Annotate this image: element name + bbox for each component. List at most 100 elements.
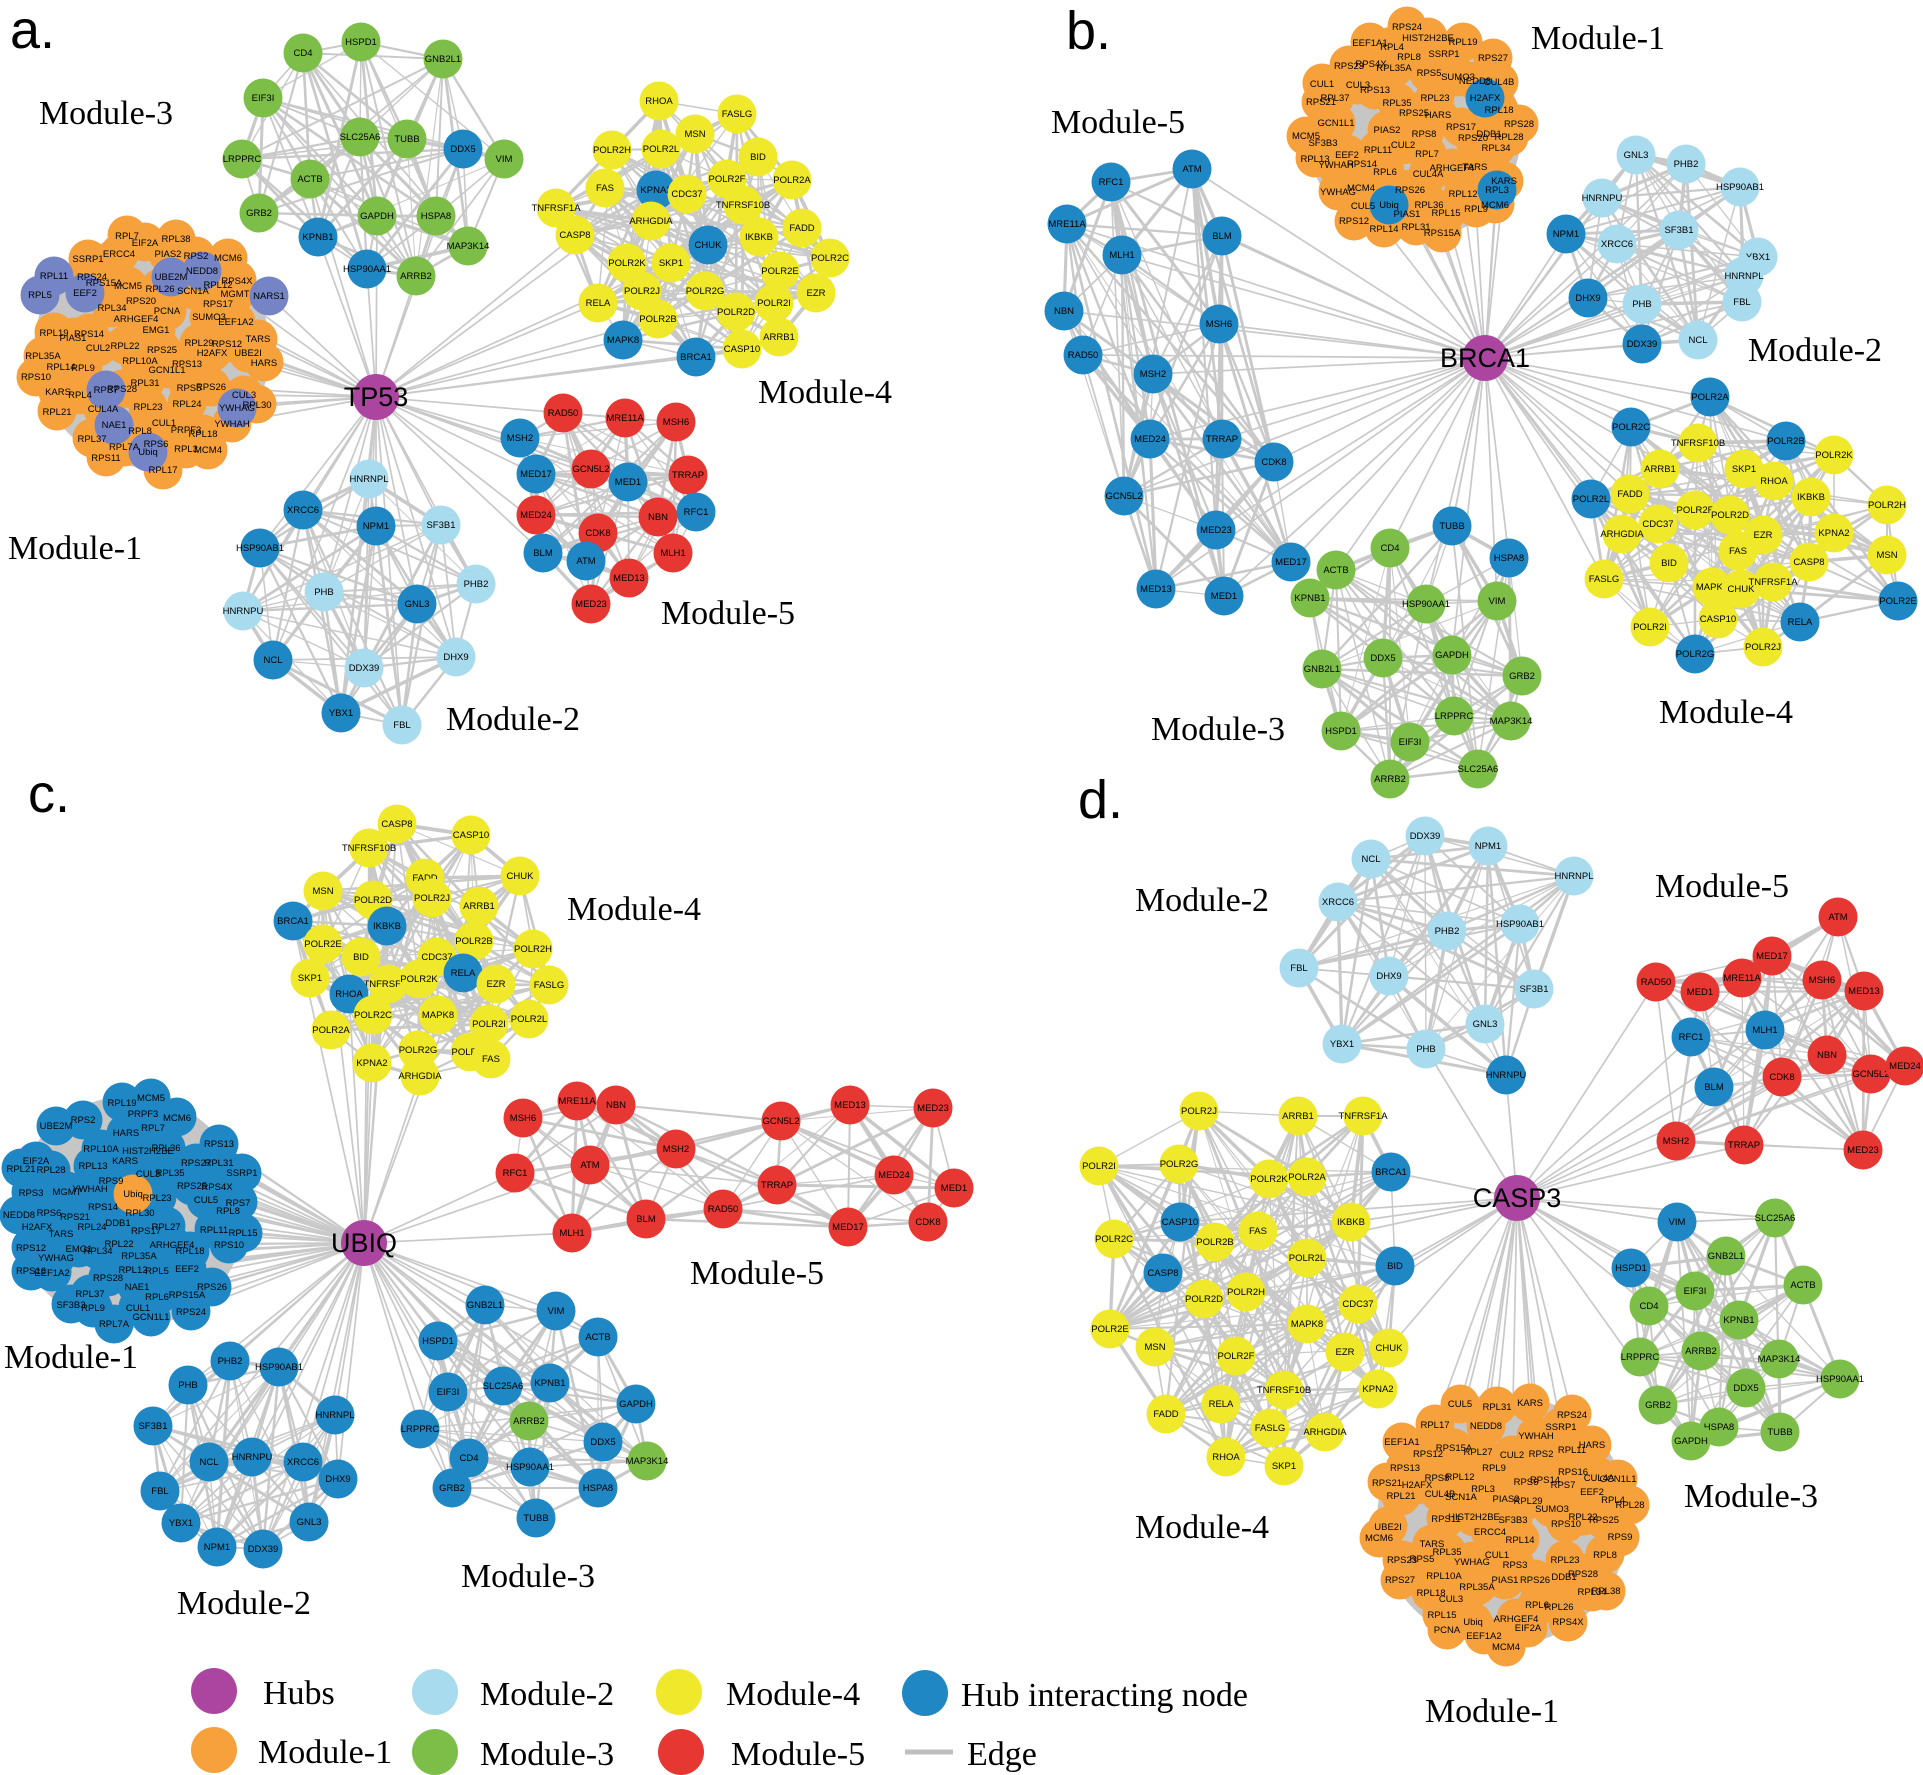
svg-text:MED1: MED1 [615,477,641,488]
svg-text:EIF3I: EIF3I [252,93,275,104]
svg-text:RPL15: RPL15 [1427,1610,1456,1621]
svg-text:TNFRSF10B: TNFRSF10B [342,843,396,854]
svg-text:RPL23: RPL23 [142,1193,171,1204]
svg-text:RPL18: RPL18 [188,429,217,440]
svg-text:RPS28: RPS28 [93,1273,123,1284]
svg-text:RPL10A: RPL10A [1426,1571,1462,1582]
svg-text:NEDD8: NEDD8 [186,266,218,277]
svg-text:CDC37: CDC37 [1642,519,1673,530]
svg-text:Module-2: Module-2 [480,1676,614,1713]
svg-text:Module-1: Module-1 [258,1734,392,1771]
svg-text:POLR2B: POLR2B [1196,1237,1234,1248]
svg-text:RPS9: RPS9 [1608,1532,1633,1543]
svg-text:CHUK: CHUK [507,871,535,882]
svg-text:RPS4X: RPS4X [221,276,253,287]
svg-text:Ubiq: Ubiq [1463,1617,1483,1628]
svg-text:RPS17: RPS17 [203,299,233,310]
svg-text:TARS: TARS [49,1229,74,1240]
svg-text:RPS28: RPS28 [1504,119,1534,130]
svg-text:RPL31: RPL31 [1482,1402,1511,1413]
svg-text:EIF2A: EIF2A [132,238,159,249]
svg-text:GCN5L2: GCN5L2 [763,1116,800,1127]
svg-text:RPS13: RPS13 [172,359,202,370]
svg-text:POLR2B: POLR2B [1767,436,1805,447]
svg-text:MSN: MSN [312,886,333,897]
svg-text:CD4: CD4 [1380,543,1399,554]
svg-text:MED1: MED1 [1211,591,1237,602]
svg-text:POLR2D: POLR2D [1711,510,1749,521]
svg-text:LRPPRC: LRPPRC [223,154,262,165]
svg-text:RPL7A: RPL7A [109,442,140,453]
svg-text:GNB2L1: GNB2L1 [425,54,461,65]
svg-text:MED17: MED17 [1756,951,1788,962]
svg-text:HNRNPU: HNRNPU [1486,1070,1527,1081]
svg-text:RPL35A: RPL35A [1376,63,1412,74]
svg-text:POLR2B: POLR2B [639,314,677,325]
svg-text:RPS3: RPS3 [1503,1560,1528,1571]
svg-text:KPNA2: KPNA2 [356,1058,387,1069]
svg-text:RPL28: RPL28 [1494,132,1523,143]
svg-text:PIAS2: PIAS2 [1374,125,1401,136]
svg-text:RPS17: RPS17 [1446,122,1476,133]
svg-text:EIF3I: EIF3I [1684,1286,1707,1297]
svg-text:GCN1L1: GCN1L1 [149,365,186,376]
svg-text:SCN1A: SCN1A [1445,1492,1477,1503]
svg-text:HSP90AB1: HSP90AB1 [236,543,284,554]
svg-text:PRPF3: PRPF3 [128,1109,159,1120]
svg-text:RPL3: RPL3 [174,444,198,455]
svg-text:FASLG: FASLG [534,980,565,991]
svg-text:d.: d. [1078,770,1123,830]
svg-text:RPS23: RPS23 [1387,1555,1417,1566]
svg-text:PHB2: PHB2 [218,1356,243,1367]
svg-text:HSP90AB1: HSP90AB1 [1496,919,1544,930]
svg-text:CUL3: CUL3 [232,390,256,401]
svg-text:RPS2: RPS2 [184,251,209,262]
svg-text:EIF2A: EIF2A [1515,1623,1542,1634]
svg-text:YWHAG: YWHAG [1454,1557,1490,1568]
svg-text:RPS12: RPS12 [212,339,242,350]
svg-text:HSPD1: HSPD1 [345,37,377,48]
svg-text:MED24: MED24 [1134,434,1166,445]
svg-text:HNRNPL: HNRNPL [1554,871,1593,882]
svg-text:GNL3: GNL3 [405,599,430,610]
svg-text:EZR: EZR [487,979,506,990]
svg-text:EIF3I: EIF3I [1399,737,1422,748]
svg-text:MGMT: MGMT [220,289,249,300]
svg-text:NPM1: NPM1 [1475,841,1501,852]
svg-text:PRPF3: PRPF3 [171,425,202,436]
svg-text:CASP10: CASP10 [724,344,760,355]
svg-text:RPS9: RPS9 [99,1176,124,1187]
svg-text:EEF1A2: EEF1A2 [218,317,253,328]
svg-text:CUL5: CUL5 [1448,1399,1472,1410]
svg-text:RPS5: RPS5 [1417,68,1442,79]
svg-text:BLM: BLM [636,1214,656,1225]
svg-text:PHB2: PHB2 [1435,926,1460,937]
svg-text:KARS: KARS [45,387,71,398]
svg-text:HSPA8: HSPA8 [1494,553,1524,564]
svg-text:YBX1: YBX1 [1746,252,1770,263]
svg-text:RPL4: RPL4 [68,390,92,401]
svg-text:SF3B1: SF3B1 [1519,984,1548,995]
svg-text:BID: BID [1387,1261,1403,1272]
svg-text:NPM1: NPM1 [204,1542,230,1553]
svg-text:PHB: PHB [1632,299,1652,310]
svg-text:KPNB1: KPNB1 [302,232,333,243]
svg-text:POLR2J: POLR2J [414,893,450,904]
svg-text:SF3B1: SF3B1 [426,520,455,531]
svg-text:CUL4B: CUL4B [1425,1489,1456,1500]
svg-text:CASP8: CASP8 [559,230,590,241]
svg-text:HSPA8: HSPA8 [583,1483,613,1494]
svg-text:RPS2: RPS2 [71,1115,96,1126]
svg-text:RPL9: RPL9 [1464,204,1488,215]
svg-text:RPS24: RPS24 [176,1307,206,1318]
svg-text:RPS16: RPS16 [16,1266,46,1277]
svg-text:TNFRSF1A: TNFRSF1A [1338,1111,1388,1122]
svg-text:H2AFX: H2AFX [197,348,228,359]
svg-text:XRCC6: XRCC6 [1601,239,1633,250]
svg-text:RPL11: RPL11 [1364,145,1392,156]
svg-text:MAP3K14: MAP3K14 [626,1456,669,1467]
svg-text:HNRNPL: HNRNPL [349,474,388,485]
svg-text:GCN5L2: GCN5L2 [1106,491,1143,502]
svg-text:POLR2A: POLR2A [1691,392,1729,403]
svg-text:H2AFX: H2AFX [22,1222,53,1233]
